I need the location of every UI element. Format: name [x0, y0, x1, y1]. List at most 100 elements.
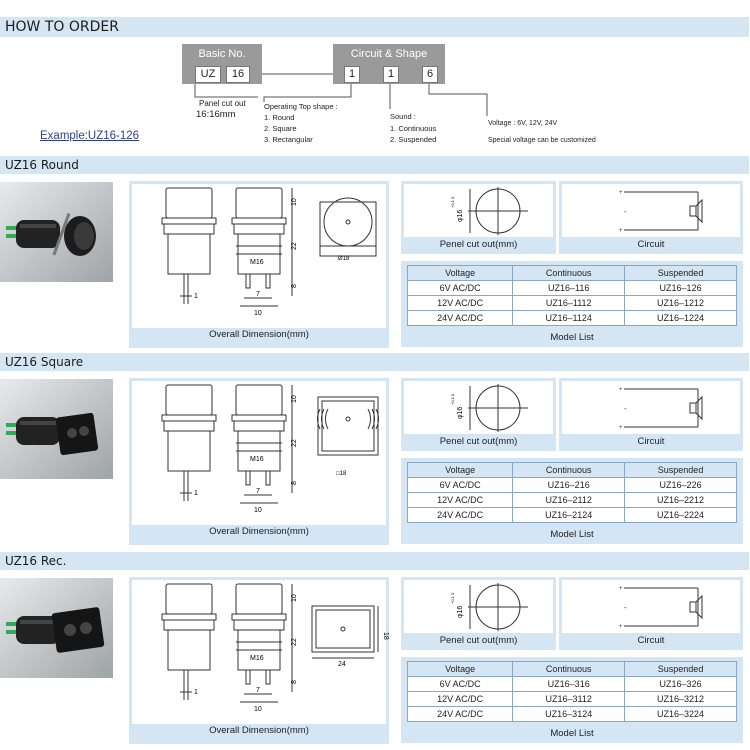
dimension-caption: Overall Dimension(mm): [209, 329, 309, 340]
circuit-cell-shape: 1: [344, 66, 360, 83]
model-list-header-cell: Continuous: [512, 462, 626, 478]
dim-body: 22: [291, 242, 298, 250]
product-photo-panel: [0, 379, 113, 479]
cutout-dimension: φ16: [457, 606, 464, 618]
table-cell: UZ16–1112: [512, 295, 626, 311]
table-cell: UZ16–3124: [512, 706, 626, 722]
circuit-caption: Circuit: [637, 635, 665, 646]
circuit-plus: +: [619, 190, 623, 196]
table-cell: UZ16–2112: [512, 492, 626, 508]
circuit-panel: + - + Circuit: [559, 181, 743, 254]
dim-pin: 8: [291, 481, 298, 485]
top-shape-item-3: 3. Rectangular: [264, 135, 313, 144]
model-list-header-cell: Voltage: [406, 661, 514, 677]
table-cell: UZ16–3112: [512, 691, 626, 707]
dimension-caption: Overall Dimension(mm): [209, 725, 309, 736]
product-photo-panel: [0, 182, 113, 282]
table-cell: 24V AC/DC: [406, 507, 514, 523]
model-list-caption: Model List: [550, 728, 594, 739]
panel-cutout-label: Panel cut out: [199, 99, 246, 108]
special-voltage-text: Special voltage can be customized: [488, 137, 596, 144]
dimension-drawing-area: 10 22 8 M16 7 10 1 □18: [132, 381, 386, 525]
overall-dimension-drawing: 10 22 8 M16 7 10 1 Ø18: [161, 187, 377, 317]
product-photo: [0, 379, 113, 479]
table-cell: UZ16–1212: [624, 295, 737, 311]
top-shape-item-1: 1. Round: [264, 113, 295, 122]
panel-cutout-drawing: φ16 +0.1 0: [450, 583, 528, 631]
circuit-drawing: + - +: [619, 586, 703, 630]
dim-top: 10: [291, 198, 298, 206]
circuit-panel: + - + Circuit: [559, 577, 743, 650]
panel-cutout-drawing: φ16 +0.1 0: [450, 384, 528, 432]
basic-cell-16: 16: [226, 66, 250, 83]
table-cell: UZ16–216: [512, 477, 626, 493]
circuit-drawing: + - +: [619, 190, 703, 234]
model-list-header-cell: Suspended: [624, 265, 737, 281]
section-title: UZ16 Round: [0, 156, 749, 174]
model-list-header-cell: Suspended: [624, 462, 737, 478]
dimension-caption: Overall Dimension(mm): [209, 526, 309, 537]
model-list-header-cell: Continuous: [512, 661, 626, 677]
cutout-drawing-area: φ16 +0.1 0: [404, 381, 553, 434]
table-cell: UZ16–2224: [624, 507, 737, 523]
panel-cutout-panel: φ16 +0.1 0 Penel cut out(mm): [401, 378, 556, 451]
dim-w7: 7: [256, 488, 260, 495]
circuit-cell-sound: 1: [383, 66, 399, 83]
top-shape-item-2: 2. Square: [264, 124, 297, 133]
overall-dimension-drawing: 10 22 8 M16 7 10 1 □18: [161, 384, 379, 514]
section-title: UZ16 Rec.: [0, 552, 749, 570]
table-cell: UZ16–2124: [512, 507, 626, 523]
cutout-tolerance: +0.1 0: [450, 196, 455, 208]
table-cell: UZ16–226: [624, 477, 737, 493]
front-label-2: 18: [382, 632, 389, 640]
order-connector-lines: [194, 73, 488, 116]
cutout-caption: Penel cut out(mm): [439, 635, 518, 646]
circuit-plus: +: [619, 586, 623, 592]
dim-lead: 1: [194, 293, 198, 300]
cutout-tolerance: +0.1 0: [450, 592, 455, 604]
sound-title: Sound :: [390, 112, 416, 121]
circuit-caption: Circuit: [637, 436, 665, 447]
table-cell: UZ16–326: [624, 676, 737, 692]
dimension-drawing-area: 10 22 8 M16 7 10 1 24 18: [132, 580, 389, 724]
front-label: Ø18: [338, 256, 350, 262]
cutout-dimension: φ16: [457, 407, 464, 419]
example-link[interactable]: Example:UZ16-126: [40, 130, 140, 142]
table-cell: UZ16–316: [512, 676, 626, 692]
circuit-cell-voltage: 6: [422, 66, 438, 83]
circuit-mid: -: [624, 207, 627, 216]
table-cell: 6V AC/DC: [406, 477, 514, 493]
circuit-minus: +: [619, 228, 623, 234]
model-list-caption: Model List: [550, 529, 594, 540]
voltage-text: Voltage : 6V, 12V, 24V: [488, 120, 558, 127]
circuit-drawing: + - +: [619, 387, 703, 431]
dim-top: 10: [291, 594, 298, 602]
section-title: UZ16 Square: [0, 353, 749, 371]
dim-lead: 1: [194, 689, 198, 696]
table-cell: UZ16–126: [624, 280, 737, 296]
model-list-header-cell: Continuous: [512, 265, 626, 281]
overall-dimension-drawing: 10 22 8 M16 7 10 1 24 18: [161, 583, 389, 713]
table-cell: 12V AC/DC: [406, 691, 514, 707]
table-cell: 24V AC/DC: [406, 310, 514, 326]
circuit-minus: +: [619, 425, 623, 431]
table-cell: UZ16–1224: [624, 310, 737, 326]
model-list-header-cell: Voltage: [406, 462, 514, 478]
cutout-drawing-area: φ16 +0.1 0: [404, 184, 553, 237]
panel-cutout-panel: φ16 +0.1 0 Penel cut out(mm): [401, 181, 556, 254]
cutout-drawing-area: φ16 +0.1 0: [404, 580, 553, 633]
circuit-panel: + - + Circuit: [559, 378, 743, 451]
front-label: 24: [338, 661, 346, 668]
circuit-minus: +: [619, 624, 623, 630]
circuit-drawing-area: + - +: [562, 184, 740, 237]
table-cell: UZ16–116: [512, 280, 626, 296]
